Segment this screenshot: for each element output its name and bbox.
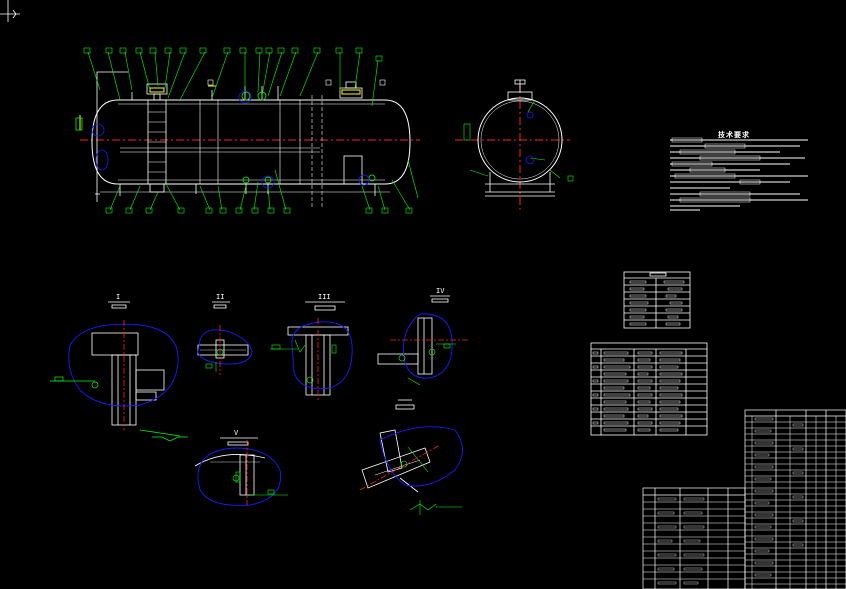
main-elevation-view: [75, 47, 420, 214]
nozzle-table: [623, 271, 691, 329]
detail-IV: [377, 295, 470, 410]
detail-V: [194, 437, 288, 506]
side-end-view: [455, 79, 574, 210]
ucs-origin-icon: [0, 0, 20, 22]
parts-list: [642, 487, 746, 589]
technical-requirements-title: 技术要求: [718, 131, 750, 139]
detail-II: [197, 301, 253, 375]
bill-of-materials: [744, 409, 846, 589]
design-data-table: [590, 342, 708, 436]
detail-label-IV: IV: [436, 287, 445, 295]
detail-III: [270, 301, 353, 400]
detail-label-V: V: [234, 429, 239, 437]
detail-angled-nozzle: [359, 426, 463, 515]
detail-label-III: III: [318, 293, 331, 301]
detail-I: [50, 301, 188, 442]
detail-label-II: II: [216, 293, 225, 301]
detail-label-I: I: [116, 293, 121, 301]
technical-requirements-block: [670, 137, 808, 211]
